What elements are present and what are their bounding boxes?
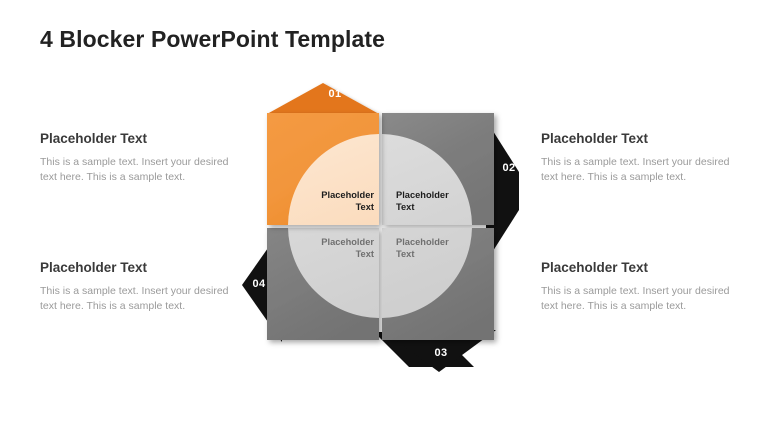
pointer-step-01 <box>267 83 379 114</box>
text-block-bottom-left: Placeholder Text This is a sample text. … <box>40 260 230 315</box>
step-number-04: 04 <box>252 278 266 290</box>
quadrant-label-top-left: Placeholder Text <box>321 190 374 213</box>
quadrant-label-top-right: Placeholder Text <box>396 190 449 213</box>
text-block-body: This is a sample text. Insert your desir… <box>40 156 229 184</box>
text-block-heading: Placeholder Text <box>40 260 148 275</box>
quadrant-label-bottom-right: Placeholder Text <box>396 237 449 260</box>
four-blocker-diagram: Placeholder Text Placeholder Text Placeh… <box>234 80 534 380</box>
pointer-step-03-tip <box>382 330 496 372</box>
text-block-bottom-right: Placeholder Text This is a sample text. … <box>541 260 731 315</box>
quadrant-top-right <box>382 113 494 225</box>
pointer-step-02 <box>486 120 519 262</box>
text-block-heading: Placeholder Text <box>541 131 649 146</box>
quadrant-top-left <box>267 113 379 225</box>
text-block-top-left: Placeholder Text This is a sample text. … <box>40 131 230 186</box>
text-block-heading: Placeholder Text <box>541 260 649 275</box>
text-block-body: This is a sample text. Insert your desir… <box>541 285 730 313</box>
step-number-03: 03 <box>434 347 448 359</box>
text-block-body: This is a sample text. Insert your desir… <box>541 156 730 184</box>
quadrant-label-bottom-left: Placeholder Text <box>321 237 374 260</box>
quadrant-bottom-left <box>267 228 379 340</box>
text-block-top-right: Placeholder Text This is a sample text. … <box>541 131 731 186</box>
page-title: 4 Blocker PowerPoint Template <box>40 26 386 52</box>
quadrant-bottom-right <box>382 228 494 340</box>
text-block-body: This is a sample text. Insert your desir… <box>40 285 229 313</box>
step-number-02: 02 <box>502 162 516 174</box>
step-number-01: 01 <box>328 88 342 100</box>
text-block-heading: Placeholder Text <box>40 131 148 146</box>
